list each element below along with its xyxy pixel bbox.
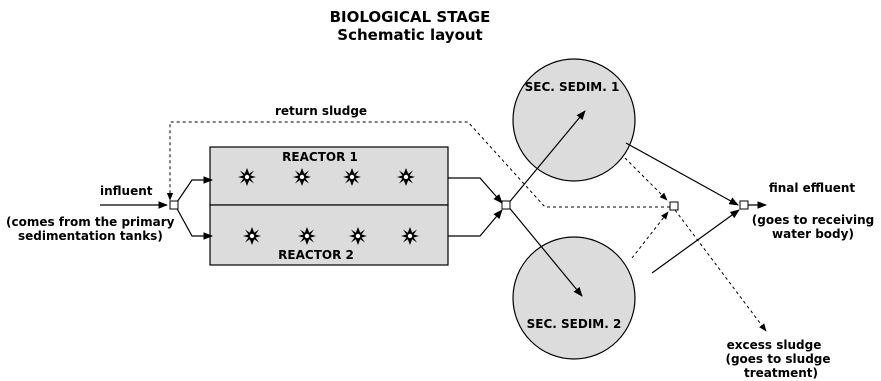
effluent-node [739,200,749,210]
diagram-title: BIOLOGICAL STAGE [330,8,491,26]
sec-sedim-2-tank [512,236,636,360]
sec-sedim-1-label: SEC. SEDIM. 1 [525,80,620,94]
final-effluent-note-line1: (goes to receiving [752,213,874,227]
return-sludge-label: return sludge [275,104,367,118]
excess-sludge-label: excess sludge [727,338,822,352]
diagram-subtitle: Schematic layout [337,26,482,44]
sec-sedim-1-sludge-line [624,157,668,201]
sec-sedim-2-to-effluent [651,209,740,274]
excess-sludge-note-line2: treatment) [744,366,818,380]
split-to-reactor-2 [174,204,213,240]
flow-to-sec-sedim-1 [506,110,586,206]
reactor-2-outlet [448,209,503,237]
final-effluent-note-line2: water body) [772,227,854,241]
sludge-node [669,201,679,211]
influent-note-line2: sedimentation tanks) [18,229,163,243]
excess-sludge-line [674,209,767,332]
reactor-1-outlet [448,177,503,204]
influent-note-line1: (comes from the primary [6,215,175,229]
final-effluent-label: final effluent [769,181,856,195]
reactor-1-label: REACTOR 1 [282,150,358,164]
sec-sedim-1-to-effluent [625,142,739,206]
reactor-outlet-node [501,200,511,210]
influent-split-node [169,200,179,210]
sec-sedim-2-sludge-line [631,211,669,259]
flow-to-sec-sedim-2 [506,204,583,297]
influent-label: influent [100,184,153,198]
sec-sedim-1-tank [512,58,636,182]
split-to-reactor-1 [174,176,213,206]
sec-sedim-2-label: SEC. SEDIM. 2 [527,317,622,331]
reactor-2-label: REACTOR 2 [278,248,354,262]
excess-sludge-note-line1: (goes to sludge [725,352,830,366]
